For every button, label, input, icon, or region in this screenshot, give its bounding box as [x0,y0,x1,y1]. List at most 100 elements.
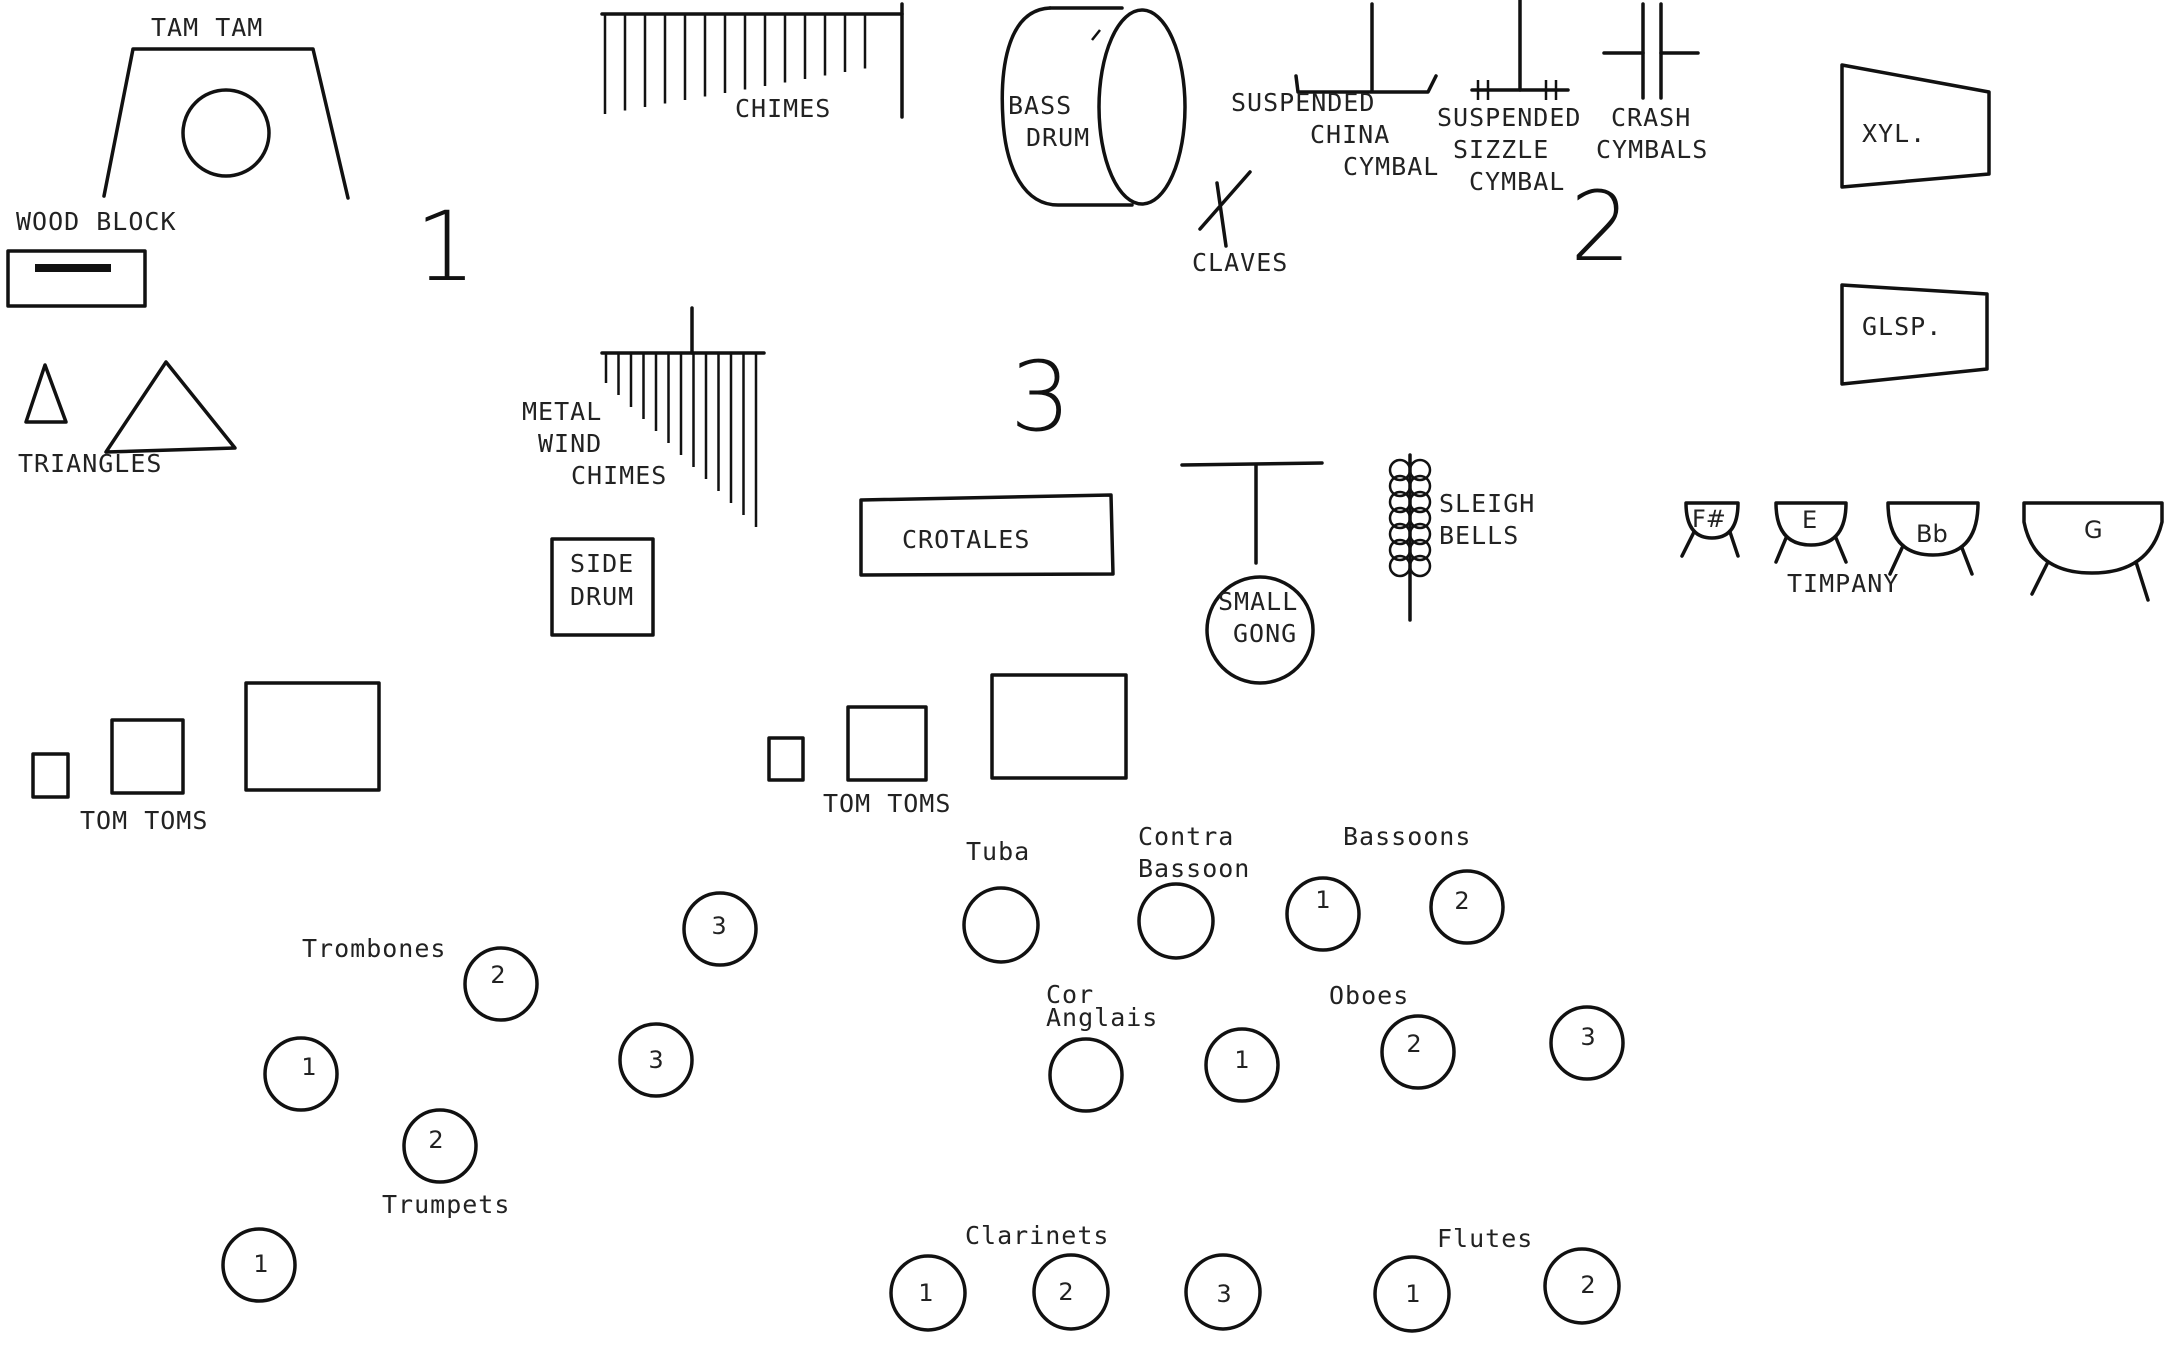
timpany-label: TIMPANY [1787,569,1899,598]
bass-drum-mark [1091,29,1101,41]
trombone-seat-1-number: 1 [301,1053,316,1081]
clarinet-seat-3-number: 3 [1216,1280,1231,1308]
timpano-e-leg-1 [1774,536,1788,564]
contra-bassoon-label-2: Bassoon [1138,854,1250,883]
glockenspiel-frame [1840,283,1989,386]
tuba-seat [962,886,1040,964]
small-gong: SMALL GONG [1180,461,1324,685]
trombone-seat-2-number: 2 [490,961,505,989]
oboe-seat-3: 3 [1549,1005,1625,1081]
timpano-e-leg-2 [1834,536,1848,564]
timpano-f-sharp: F# [1680,501,1740,558]
flute-seat-2-number: 2 [1580,1271,1595,1299]
contra-bassoon-seat [1137,882,1215,960]
sizzle-cymbal-label-3: CYMBAL [1469,167,1565,196]
side-drum: SIDE DRUM [550,537,655,637]
crotales: CROTALES [859,493,1115,577]
player-2-number: 2 [1570,171,1631,283]
wood-block-label: WOOD BLOCK [16,207,177,236]
glockenspiel-label: GLSP. [1862,312,1942,341]
xylophone-label: XYL. [1862,119,1926,148]
oboe-seat-3-number: 3 [1580,1023,1595,1051]
crotales-frame [859,493,1115,577]
sleigh-bell-balls [1388,458,1432,578]
tam-tam-label: TAM TAM [151,13,263,42]
clarinet-seat-2: 2 [1032,1253,1110,1331]
cor-anglais-label-2: Anglais [1046,1003,1158,1032]
crotales-label: CROTALES [902,525,1030,554]
trombones-label: Trombones [302,934,446,963]
woodwind-section: Tuba Contra Bassoon Bassoons 1 2 Cor Ang… [889,822,1625,1333]
side-drum-label-1: SIDE [570,549,634,578]
china-cymbal-label-3: CYMBAL [1343,152,1439,181]
oboe-seat-1-number: 1 [1234,1046,1249,1074]
player-1-number: 1 [415,191,476,303]
trumpet-seat-2: 2 [402,1108,478,1184]
trumpet-seat-2-number: 2 [428,1126,443,1154]
timpano-f-sharp-bowl [1684,501,1740,540]
oboe-seat-1: 1 [1204,1027,1280,1103]
tom-tom-left-medium [110,718,185,795]
sleigh-bells-label-1: SLEIGH [1439,489,1535,518]
tam-tam: TAM TAM [102,13,350,200]
small-gong-label-2: GONG [1233,619,1297,648]
claves: CLAVES [1192,170,1288,277]
bassoon-seat-2: 2 [1429,869,1505,945]
timpano-b-flat-leg-1 [1888,546,1904,576]
timpano-g-bowl [2022,501,2164,575]
cor-anglais-seat [1048,1037,1124,1113]
bass-drum-head [1097,8,1187,206]
trombone-seat-3: 3 [682,891,758,967]
triangle-small [24,363,68,424]
small-gong-disc [1205,575,1315,685]
timpano-b-flat-leg-2 [1960,546,1974,576]
bassoons-label: Bassoons [1343,822,1471,851]
timpano-g: G [2022,501,2164,602]
timpani: F# E Bb G TIMPANY [1680,501,2164,602]
xylophone-frame [1840,63,1991,189]
clarinets-label: Clarinets [965,1221,1109,1250]
clave-stick-1 [1198,170,1252,231]
wind-chimes-label-1: METAL [522,397,602,426]
triangles-label: TRIANGLES [18,449,162,478]
triangle-large [104,360,237,454]
china-cymbal-label-1: SUSPENDED [1231,88,1375,117]
tom-toms-center-label: TOM TOMS [823,789,951,818]
suspended-sizzle-cymbal: SUSPENDED SIZZLE CYMBAL [1437,0,1580,196]
trumpet-seat-3-number: 3 [648,1046,663,1074]
tom-tom-center-small [767,736,805,782]
china-cymbal-label-2: CHINA [1310,120,1390,149]
sleigh-bell [1408,506,1432,530]
oboe-seat-2: 2 [1380,1014,1456,1090]
suspended-china-cymbal: SUSPENDED CHINA CYMBAL [1231,2,1439,181]
tom-toms-left-label: TOM TOMS [80,806,208,835]
sleigh-bells-label-2: BELLS [1439,521,1519,550]
sleigh-bell [1408,474,1432,498]
oboes-label: Oboes [1329,981,1409,1010]
trumpets-label: Trumpets [382,1190,510,1219]
timpano-e-bowl [1774,501,1848,547]
oboe-seat-2-number: 2 [1406,1030,1421,1058]
player-3-number: 3 [1010,341,1071,453]
metal-wind-chimes: METAL WIND CHIMES [522,306,766,527]
tom-tom-center-large [990,673,1128,780]
clarinet-seat-3: 3 [1184,1253,1262,1331]
clarinet-seat-1-number: 1 [918,1279,933,1307]
cor-anglais-label-1: Cor [1046,980,1094,1009]
timpano-g-leg-1 [2030,560,2050,596]
clarinet-seat-2-number: 2 [1058,1278,1073,1306]
timpano-g-leg-2 [2134,560,2150,602]
trumpet-seat-1-number: 1 [253,1250,268,1278]
tom-toms-left: TOM TOMS [31,681,381,835]
sleigh-bells: SLEIGH BELLS [1388,453,1535,622]
brass-section: Trombones 1 2 3 Trumpets 1 2 3 [221,891,758,1303]
timpano-b-flat-bowl [1886,501,1980,557]
small-gong-label-1: SMALL [1218,587,1298,616]
bass-drum: BASS DRUM [1000,6,1187,207]
claves-label: CLAVES [1192,248,1288,277]
bass-drum-label-2: DRUM [1026,123,1090,152]
wood-block: WOOD BLOCK [6,207,177,308]
bass-drum-label-1: BASS [1008,91,1072,120]
sleigh-bell [1408,490,1432,514]
